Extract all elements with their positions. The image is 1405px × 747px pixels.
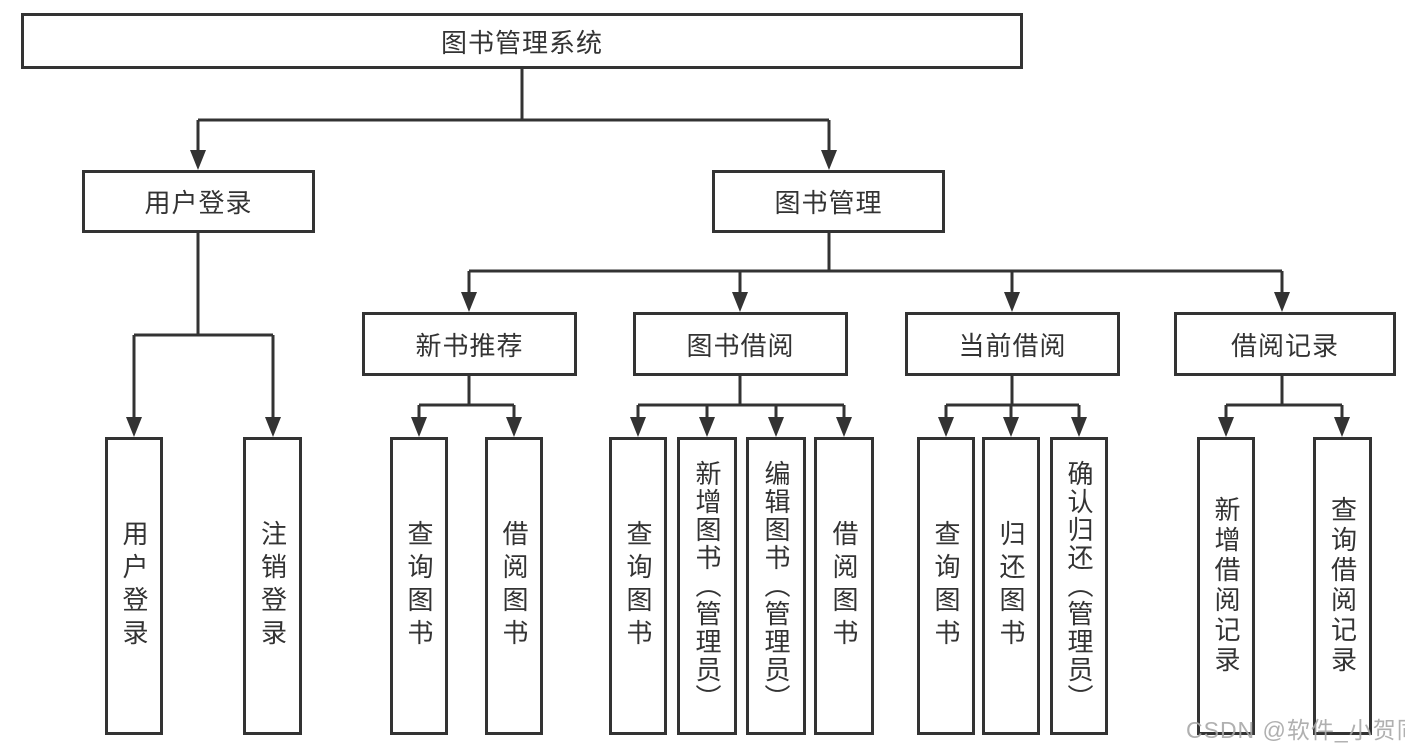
node-borrow-records: 借阅记录 <box>1174 312 1396 376</box>
node-new-book-recommend: 新书推荐 <box>362 312 577 376</box>
node-current-borrow: 当前借阅 <box>905 312 1120 376</box>
leaf-user-login: 用户登录 <box>105 437 163 735</box>
leaf-query-borrow-record-label: 查询借阅记录 <box>1327 496 1358 676</box>
leaf-logout: 注销登录 <box>243 437 302 735</box>
leaf-edit-book-admin-label: 编辑图书（管理员） <box>761 460 791 712</box>
leaf-query-borrow-record: 查询借阅记录 <box>1313 437 1372 735</box>
leaf-query-books-current-label: 查询图书 <box>931 520 961 652</box>
leaf-add-borrow-record: 新增借阅记录 <box>1197 437 1255 735</box>
leaf-borrow-books-label: 借阅图书 <box>829 520 859 652</box>
leaf-confirm-return-admin-label: 确认归还（管理员） <box>1064 460 1094 712</box>
leaf-add-borrow-record-label: 新增借阅记录 <box>1211 496 1241 676</box>
node-book-borrow: 图书借阅 <box>633 312 848 376</box>
leaf-logout-label: 注销登录 <box>257 520 288 652</box>
node-book-management: 图书管理 <box>712 170 945 233</box>
leaf-borrow-books-recommend: 借阅图书 <box>485 437 543 735</box>
leaf-return-book-label: 归还图书 <box>996 520 1026 652</box>
leaf-add-book-admin: 新增图书（管理员） <box>677 437 737 735</box>
leaf-confirm-return-admin: 确认归还（管理员） <box>1050 437 1108 735</box>
leaf-borrow-books: 借阅图书 <box>814 437 874 735</box>
leaf-add-book-admin-label: 新增图书（管理员） <box>692 460 722 712</box>
watermark: CSDN @软件_小贺同学 <box>1186 717 1405 743</box>
leaf-query-books-recommend: 查询图书 <box>390 437 448 735</box>
leaf-query-books-borrow-label: 查询图书 <box>623 520 653 652</box>
node-library-system: 图书管理系统 <box>21 13 1023 69</box>
node-user-login: 用户登录 <box>82 170 315 233</box>
leaf-edit-book-admin: 编辑图书（管理员） <box>746 437 806 735</box>
leaf-return-book: 归还图书 <box>982 437 1040 735</box>
leaf-query-books-current: 查询图书 <box>917 437 975 735</box>
leaf-query-books-recommend-label: 查询图书 <box>404 520 434 652</box>
leaf-borrow-books-recommend-label: 借阅图书 <box>499 520 529 652</box>
leaf-query-books-borrow: 查询图书 <box>609 437 667 735</box>
leaf-user-login-label: 用户登录 <box>119 520 149 652</box>
